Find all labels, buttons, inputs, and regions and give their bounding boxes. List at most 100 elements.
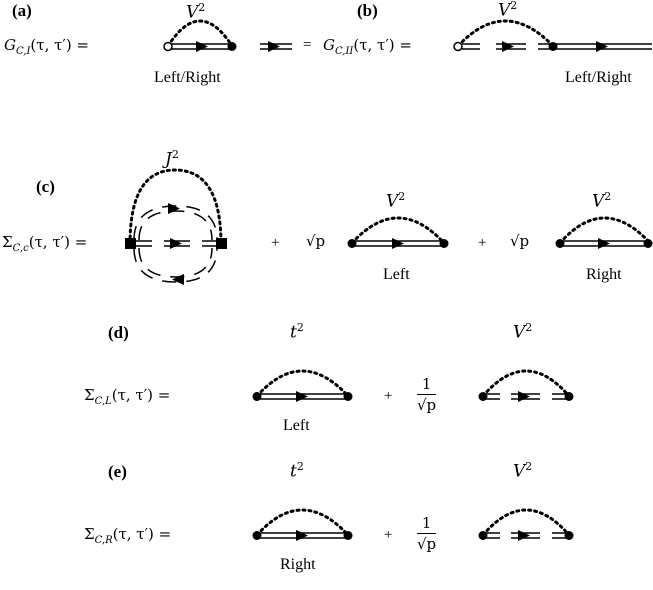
panel-a-bare-arrow	[268, 41, 280, 52]
panel-b-arrow-2	[596, 41, 608, 52]
panel-c-loop-middle	[136, 240, 216, 247]
panel-e-lhs: ΣC,R(τ, τ′) =	[84, 527, 171, 546]
panel-c-lhs-args: (τ, τ′) =	[28, 233, 88, 251]
panel-a-lhs-subscript: C,I	[15, 46, 31, 57]
panel-d-lhs-symbol: Σ	[84, 386, 95, 404]
panel-c-double-line-right	[560, 240, 650, 247]
panel-c-plus-2: +	[478, 235, 487, 251]
panel-c-v-arc-right	[558, 216, 652, 245]
panel-d-fraction-numerator: 1	[417, 375, 437, 395]
panel-c-graphic	[125, 168, 653, 285]
panel-b-open-vertex	[453, 41, 463, 52]
panel-d-vertex-a	[252, 392, 262, 401]
panel-b-v-arc	[456, 19, 555, 48]
panel-a-coupling: V2	[186, 2, 205, 22]
panel-c-plus-1: +	[271, 235, 280, 251]
panel-c-arrow-left	[392, 238, 404, 249]
panel-d-coupling-v-power: 2	[525, 321, 533, 334]
panel-d-plus: +	[384, 388, 393, 404]
panel-e-coupling-v: V2	[513, 461, 532, 481]
panel-e-coupling-t-symbol: t	[290, 461, 297, 482]
panel-d-coupling-v-symbol: V	[513, 322, 526, 343]
panel-c-loop-lower	[133, 247, 218, 283]
panel-e-lhs-symbol: Σ	[84, 525, 95, 543]
panel-e-t-arc	[255, 508, 350, 537]
panel-c-j-arc	[128, 168, 223, 246]
panel-b-lhs-args: (τ, τ′) =	[353, 36, 412, 54]
panel-e-vertex-c	[478, 531, 488, 540]
panel-d-lhs-args: (τ, τ′) =	[111, 386, 171, 404]
panel-c-upper-arrow	[168, 203, 180, 214]
panel-c-coupling-v-left-power: 2	[398, 190, 406, 203]
panel-b-vertex	[548, 42, 558, 51]
panel-b-coupling-power: 2	[510, 0, 518, 12]
panel-e-tag: (e)	[108, 462, 127, 481]
panel-a-open-vertex	[163, 41, 173, 52]
panel-e-arrow	[296, 530, 308, 541]
panel-b-coupling: V2	[498, 0, 517, 20]
panel-d-v-arc	[481, 369, 571, 398]
panel-a-equals: =	[303, 37, 312, 53]
panel-d-lhs: ΣC,L(τ, τ′) =	[84, 388, 170, 407]
panel-a-side-label: Left/Right	[154, 69, 221, 86]
panel-e-fraction-numerator: 1	[417, 514, 437, 534]
panel-c-coupling-v-left-symbol: V	[386, 191, 399, 212]
panel-c-middle-arrow	[170, 238, 182, 249]
panel-d-vertex-d	[564, 392, 574, 401]
panel-c-loop-upper	[133, 205, 218, 241]
panel-d-vertex-c	[478, 392, 488, 401]
panel-c-v-arc-left	[350, 216, 446, 245]
panel-d-coupling-t-symbol: t	[290, 322, 297, 343]
panel-a-lhs: GC,I(τ, τ′) =	[4, 38, 89, 57]
panel-c-coupling-v-right-symbol: V	[592, 191, 605, 212]
panel-c-coupling-j-symbol: J	[165, 149, 172, 170]
panel-b-coupling-symbol: V	[498, 0, 511, 21]
panel-b-side-label: Left/Right	[565, 69, 632, 86]
panel-e-coupling-v-symbol: V	[513, 461, 526, 482]
panel-a-coupling-symbol: V	[186, 2, 199, 23]
panel-e-coupling-t-power: 2	[296, 460, 304, 473]
panel-a-arrow	[196, 41, 208, 52]
panel-a-coupling-power: 2	[198, 1, 206, 14]
panel-b-lhs-symbol: G	[323, 36, 335, 54]
panel-c-lhs-symbol: Σ	[2, 233, 13, 251]
panel-e-v-arrow	[518, 530, 530, 541]
panel-e-lhs-subscript: C,R	[94, 535, 113, 546]
panel-b-arrow-1	[502, 41, 514, 52]
panel-c-coupling-v-left: V2	[386, 191, 405, 211]
panel-e-coupling-v-power: 2	[525, 460, 533, 473]
panel-b-graphic	[453, 19, 652, 52]
panel-e-v-arc	[481, 508, 571, 537]
panel-e-vertex-d	[564, 531, 574, 540]
panel-d-v-arrow	[518, 391, 530, 402]
panel-d-side-label: Left	[283, 417, 310, 434]
panel-e-fraction: 1√p	[417, 514, 437, 553]
panel-c-side-right: Right	[586, 266, 622, 283]
panel-c-coupling-j-power: 2	[171, 148, 179, 161]
panel-b-lhs-subscript: C,II	[334, 46, 354, 57]
panel-a-vertex	[227, 42, 237, 51]
panel-d-coupling-t-power: 2	[296, 321, 304, 334]
panel-d-coupling-t: t2	[290, 322, 304, 342]
panel-e-fraction-denominator: √p	[417, 535, 437, 553]
panel-d-t-arc	[255, 369, 350, 398]
panel-c-vertex-left-a	[347, 239, 357, 248]
panel-c-vertex-right-b	[643, 239, 653, 248]
panel-d-coupling-v: V2	[513, 322, 532, 342]
panel-c-prefactor-2-text: √p	[510, 232, 530, 250]
panel-a-lhs-symbol: G	[4, 36, 16, 54]
panel-e-vertex-b	[343, 531, 353, 540]
panel-a-bare-propagator	[260, 43, 292, 50]
panel-d-vertex-b	[343, 392, 353, 401]
panel-c-vertex-right	[216, 238, 227, 249]
panel-c-lhs-subscript: C,c	[12, 243, 29, 254]
panel-d-lhs-subscript: C,L	[94, 396, 112, 407]
panel-c-side-left: Left	[383, 266, 410, 283]
panel-e-coupling-t: t2	[290, 461, 304, 481]
panel-c-prefactor-1: √p	[306, 234, 325, 249]
panel-c-prefactor-1-text: √p	[306, 232, 326, 250]
panel-c-tag: (c)	[36, 177, 55, 196]
panel-d-fraction-denominator: √p	[417, 396, 437, 414]
